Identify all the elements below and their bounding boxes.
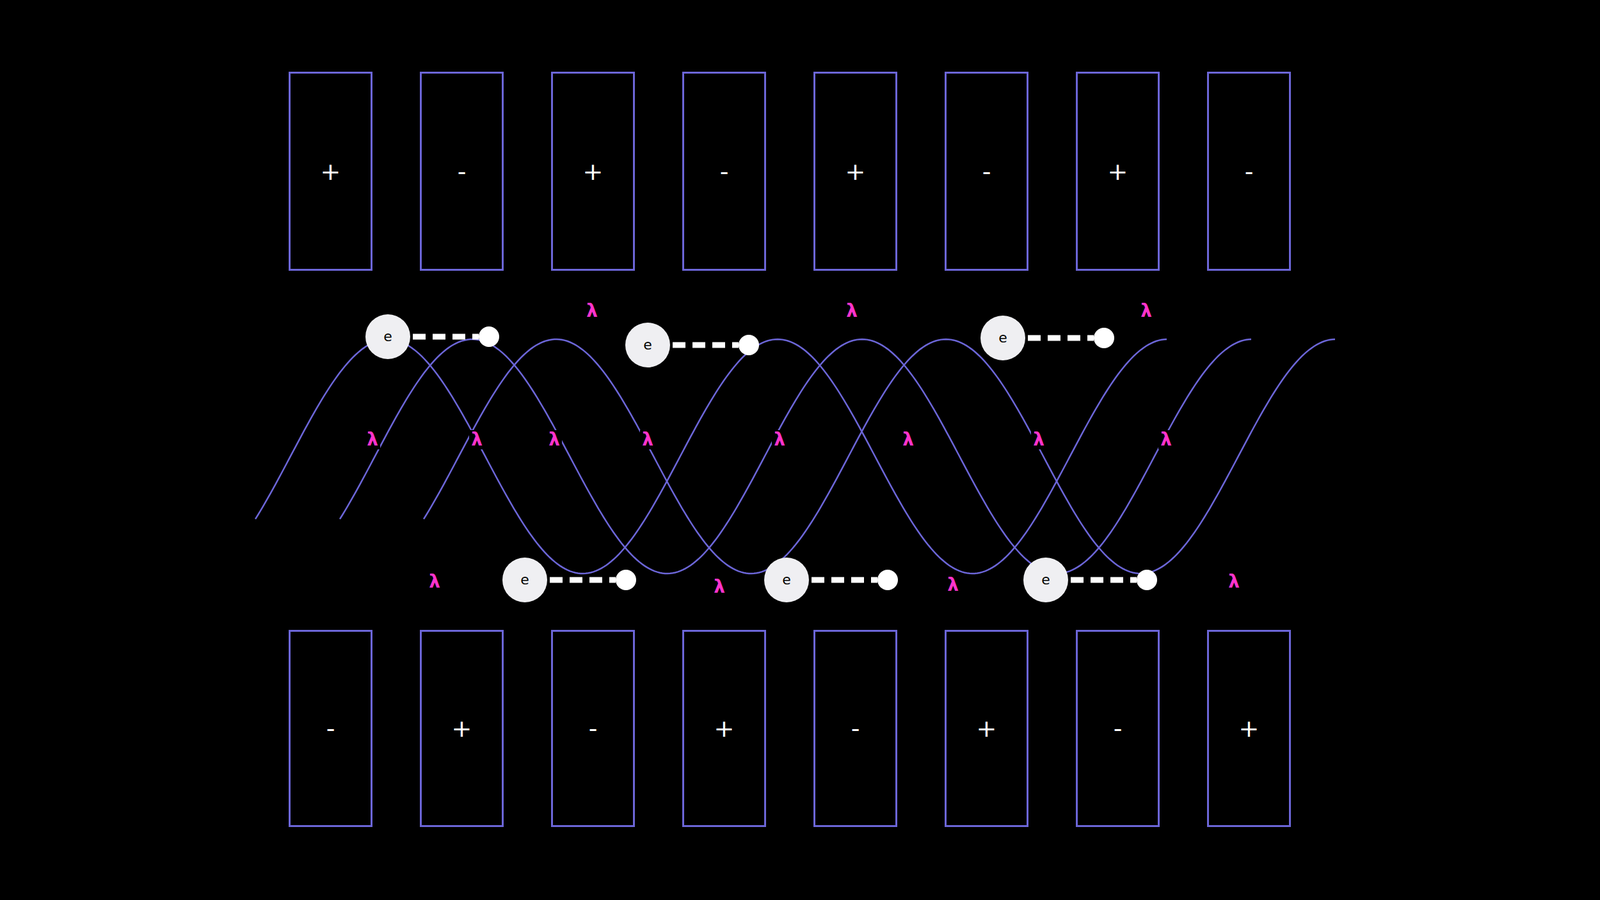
magnet-pole: - — [288, 629, 373, 827]
trail-line — [549, 577, 616, 584]
polarity-sign: + — [320, 159, 342, 184]
trail-dot — [478, 326, 500, 347]
electron-circle: e — [625, 322, 671, 368]
wave-group — [255, 339, 1336, 574]
polarity-sign: + — [976, 716, 998, 741]
polarity-sign: + — [583, 159, 604, 184]
polarity-sign: - — [1244, 159, 1254, 184]
wavelength-label: λ — [584, 301, 600, 321]
magnet-pole: + — [682, 629, 767, 827]
electron-label: e — [782, 572, 792, 587]
polarity-sign: + — [451, 716, 473, 741]
trail-line — [811, 577, 878, 584]
polarity-sign: - — [588, 716, 598, 741]
magnet-pole: + — [1075, 71, 1160, 271]
polarity-sign: + — [845, 159, 866, 184]
wavelength-label: λ — [771, 430, 788, 450]
magnet-pole: - — [1075, 629, 1160, 827]
electron-trails — [412, 336, 1137, 580]
magnet-pole: - — [551, 629, 635, 827]
trail-dot — [615, 569, 637, 591]
trail-dot — [1136, 569, 1158, 591]
wavelength-label: λ — [945, 575, 961, 595]
wavelength-label: λ — [1138, 301, 1154, 321]
magnet-pole: + — [944, 629, 1029, 827]
magnet-pole: + — [1207, 629, 1291, 827]
magnet-pole: - — [682, 71, 767, 271]
polarity-sign: - — [720, 159, 729, 184]
magnet-pole: + — [813, 71, 898, 271]
wavelength-label: λ — [426, 572, 443, 592]
electron-label: e — [998, 330, 1008, 345]
polarity-sign: - — [1113, 716, 1123, 741]
electron-circle: e — [502, 557, 548, 603]
electron-label: e — [1041, 572, 1051, 587]
electron-label: e — [383, 329, 393, 344]
electron-circle: e — [764, 557, 809, 603]
trail-dot — [738, 334, 760, 356]
radiation-wave — [339, 339, 1252, 574]
wavelength-label: λ — [364, 430, 381, 450]
magnet-pole: + — [288, 71, 373, 271]
electron-circle: e — [980, 315, 1026, 361]
trail-dot — [877, 569, 898, 591]
wavelength-label: λ — [1031, 430, 1047, 450]
trail-line — [1070, 577, 1137, 584]
wavelength-label: λ — [1226, 572, 1242, 592]
trail-line — [672, 342, 739, 349]
magnet-pole: + — [419, 629, 504, 827]
wavelength-label: λ — [546, 430, 562, 450]
magnet-pole: - — [419, 71, 504, 271]
trail-dot — [1093, 327, 1115, 349]
polarity-sign: - — [326, 716, 336, 741]
electron-label: e — [520, 572, 530, 587]
magnet-pole: + — [551, 71, 635, 271]
wavelength-label: λ — [844, 301, 860, 321]
electron-label: e — [643, 337, 653, 352]
wavelength-label: λ — [469, 430, 485, 450]
trail-line — [412, 334, 479, 340]
polarity-sign: + — [1107, 159, 1129, 184]
wavelength-label: λ — [711, 577, 728, 597]
radiation-wave — [255, 339, 1167, 574]
electron-circle: e — [365, 314, 411, 360]
wavelength-label: λ — [640, 430, 656, 450]
polarity-sign: - — [851, 716, 861, 741]
polarity-sign: - — [457, 159, 467, 184]
polarity-sign: + — [1239, 716, 1260, 741]
wavelength-label: λ — [1158, 430, 1174, 450]
trail-dots — [478, 326, 1158, 591]
wavelength-label: λ — [900, 430, 916, 450]
magnet-pole: - — [1207, 71, 1291, 271]
polarity-sign: + — [714, 716, 735, 741]
radiation-wave — [423, 339, 1336, 574]
trail-line — [1027, 335, 1094, 342]
polarity-sign: - — [982, 159, 992, 184]
magnet-pole: - — [813, 629, 898, 827]
electron-circle: e — [1023, 557, 1069, 603]
magnet-pole: - — [944, 71, 1029, 271]
